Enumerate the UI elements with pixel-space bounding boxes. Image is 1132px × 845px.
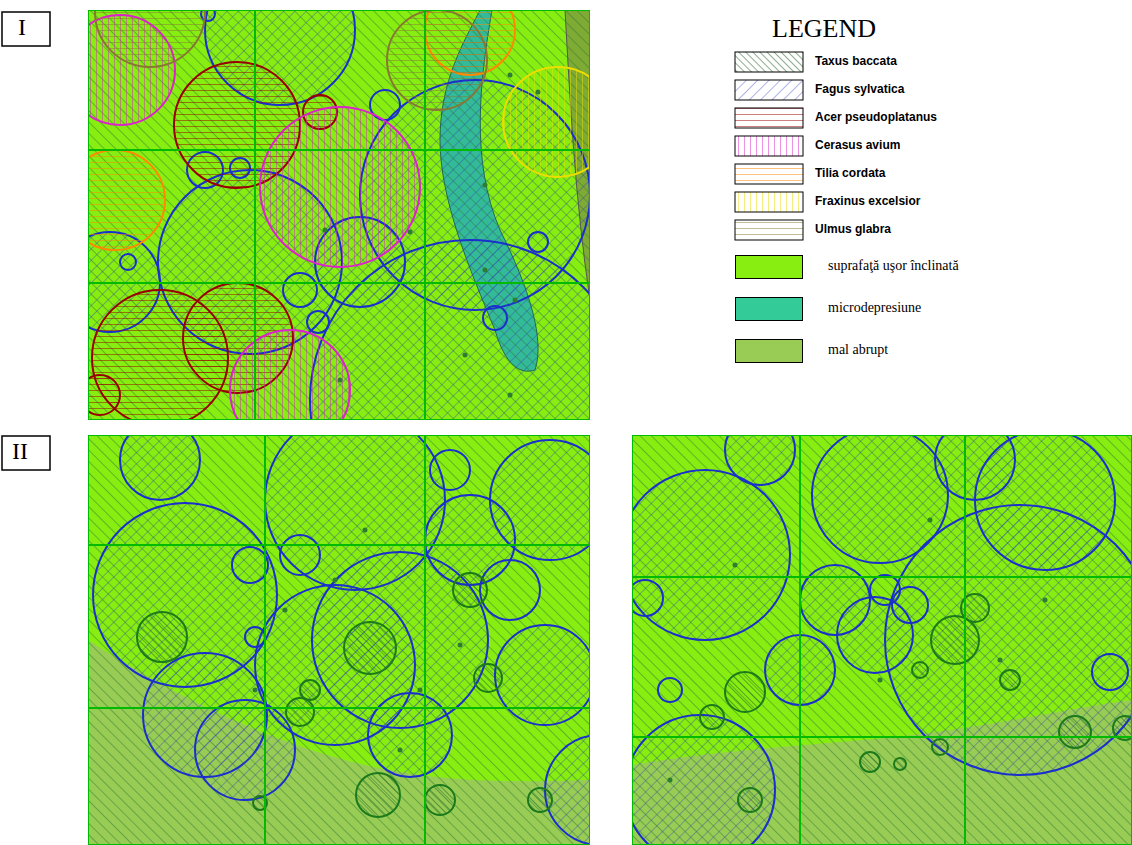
panel-label: II	[12, 438, 28, 465]
legend-text: Fagus sylvatica	[815, 82, 904, 96]
legend-text: Cerasus avium	[815, 138, 900, 152]
legend-swatch	[735, 339, 803, 363]
legend-title: LEGEND	[772, 14, 876, 44]
legend-text: Tilia cordata	[815, 166, 885, 180]
legend-swatch	[735, 297, 803, 321]
legend-text: Fraxinus excelsior	[815, 194, 920, 208]
legend-text: Acer pseudoplatanus	[815, 110, 937, 124]
legend-text: Taxus baccata	[815, 54, 897, 68]
legend-text: microdepresiune	[828, 300, 921, 316]
legend-text: suprafaţă uşor înclinată	[828, 258, 959, 274]
legend-text: mal abrupt	[828, 342, 888, 358]
legend-text: Ulmus glabra	[815, 222, 891, 236]
panel-label: I	[18, 14, 26, 41]
legend-swatch	[735, 255, 803, 279]
